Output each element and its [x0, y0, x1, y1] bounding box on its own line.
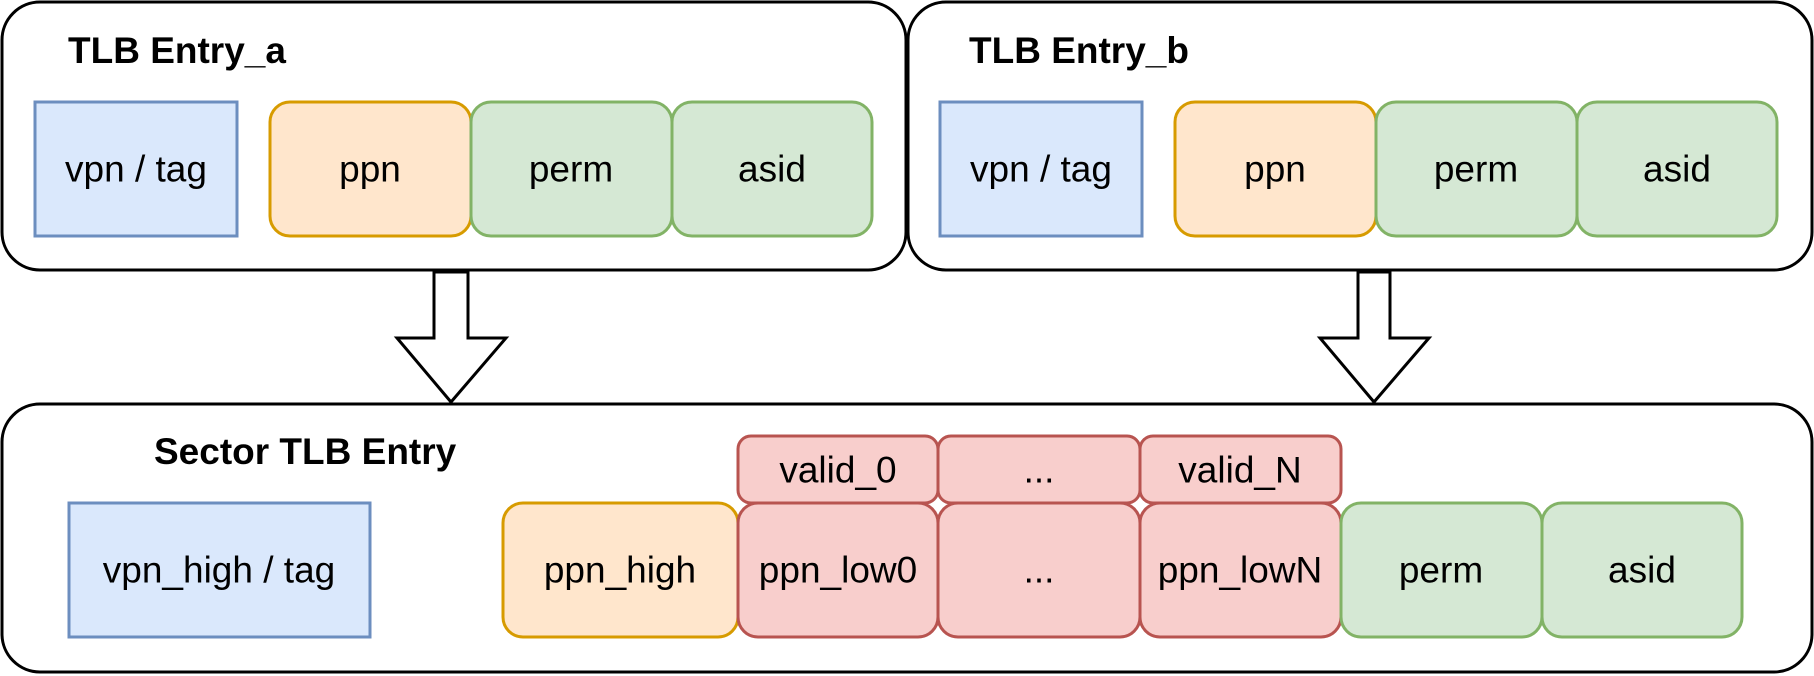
tlb-entry-a-vpn-label: vpn / tag [65, 149, 207, 190]
sector-ppn-high-label: ppn_high [544, 550, 696, 591]
tlb-entry-b-asid-label: asid [1643, 149, 1711, 190]
tlb-entry-a-asid-box [670, 100, 874, 238]
sector-vpn-high-box [67, 501, 372, 639]
sector-valid-0-label: valid_0 [779, 450, 896, 491]
tlb-entry-a: TLB Entry_a vpn / tag ppn perm asid [0, 0, 908, 272]
tlb-entry-b-ppn-label: ppn [1244, 149, 1306, 190]
tlb-entry-b-vpn-label: vpn / tag [970, 149, 1112, 190]
tlb-entry-a-ppn-label: ppn [339, 149, 401, 190]
tlb-entry-a-perm-label: perm [529, 149, 613, 190]
sector-ppn-low-mid-label: ... [1024, 550, 1055, 591]
sector-vpn-high-label: vpn_high / tag [103, 550, 335, 591]
sector-asid-box [1540, 501, 1744, 639]
tlb-entry-b: TLB Entry_b vpn / tag ppn perm asid [906, 0, 1814, 272]
sector-valid-n-label: valid_N [1178, 450, 1301, 491]
tlb-entry-b-perm-label: perm [1434, 149, 1518, 190]
sector-tlb-entry-title: Sector TLB Entry [154, 431, 457, 472]
sector-ppn-low0-label: ppn_low0 [759, 550, 917, 591]
tlb-entry-a-vpn-box [33, 100, 239, 238]
tlb-entry-a-asid-label: asid [738, 149, 806, 190]
tlb-entry-b-vpn-box [938, 100, 1144, 238]
tlb-entry-b-title: TLB Entry_b [969, 30, 1189, 71]
arrow-entry-a-to-sector [393, 270, 510, 405]
sector-tlb-entry: Sector TLB Entry vpn_high / tag valid_0 … [0, 402, 1814, 674]
tlb-entry-a-title: TLB Entry_a [68, 30, 286, 71]
sector-asid-label: asid [1608, 550, 1676, 591]
sector-valid-mid-label: ... [1024, 450, 1055, 491]
tlb-entry-b-asid-box [1575, 100, 1779, 238]
sector-perm-label: perm [1399, 550, 1483, 591]
sector-ppn-lown-label: ppn_lowN [1158, 550, 1323, 591]
arrow-entry-b-to-sector [1316, 270, 1433, 405]
